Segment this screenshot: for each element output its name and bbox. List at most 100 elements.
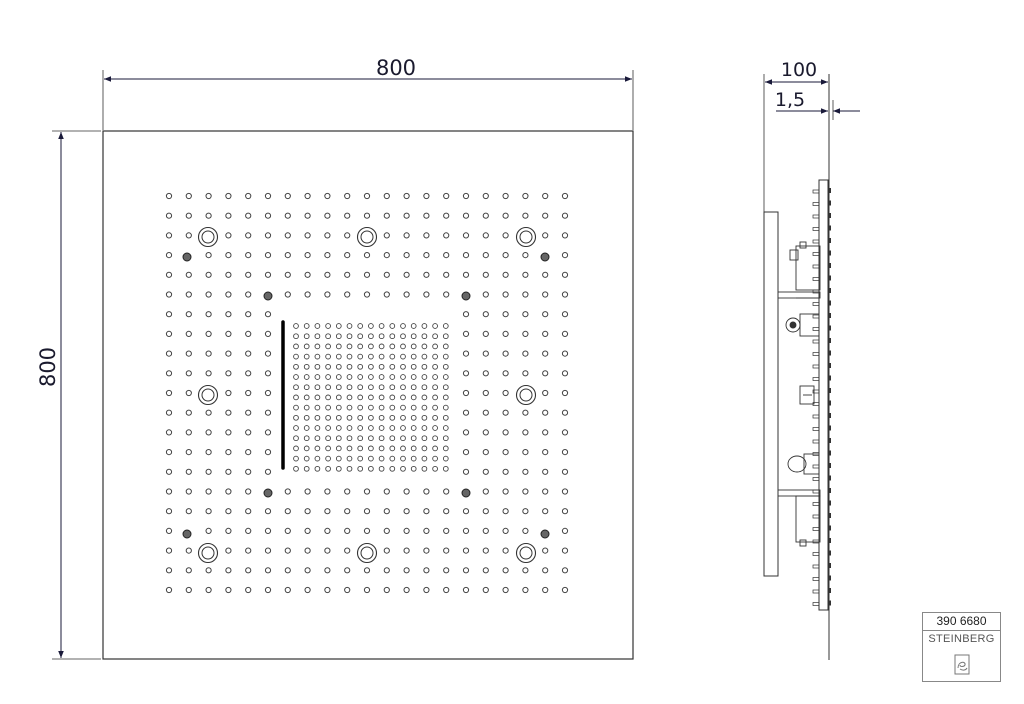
nozzle	[423, 291, 430, 298]
center-nozzle	[400, 333, 406, 340]
center-nozzle	[357, 323, 364, 329]
center-nozzle	[368, 363, 374, 370]
nozzle	[245, 271, 252, 278]
nozzle	[443, 252, 450, 259]
nozzle	[344, 567, 351, 574]
nozzle	[403, 488, 410, 495]
nozzle	[245, 389, 252, 397]
nozzle	[264, 468, 272, 475]
center-nozzle	[410, 404, 417, 411]
nozzle	[482, 350, 489, 357]
nozzle	[264, 567, 272, 574]
center-nozzle	[421, 363, 428, 370]
center-nozzle	[293, 333, 299, 340]
nozzle	[185, 370, 192, 377]
nozzle	[324, 488, 331, 495]
nozzle	[383, 291, 390, 298]
center-nozzle	[432, 455, 438, 462]
center-nozzle	[346, 445, 353, 452]
nozzle	[561, 350, 569, 357]
led-light	[540, 252, 550, 262]
height-dimension: 800	[36, 130, 101, 660]
nozzle	[462, 527, 470, 535]
nozzle	[522, 468, 529, 475]
nozzle	[344, 212, 351, 219]
nozzle	[324, 567, 331, 574]
nozzle	[383, 252, 390, 259]
nozzle	[443, 192, 450, 200]
center-nozzle	[368, 374, 374, 380]
nozzle	[502, 330, 509, 337]
massage-jet-inner	[201, 546, 215, 560]
nozzle	[502, 488, 509, 495]
nozzle	[205, 409, 212, 416]
nozzle	[284, 232, 291, 239]
nozzle	[482, 586, 489, 594]
nozzle	[443, 508, 450, 515]
nozzle	[522, 252, 529, 259]
center-nozzle	[293, 363, 299, 370]
center-nozzle	[389, 363, 396, 370]
nozzle	[383, 192, 390, 200]
center-nozzle	[346, 323, 353, 329]
center-nozzle	[303, 363, 310, 370]
center-nozzle	[314, 394, 321, 401]
center-nozzle	[325, 445, 331, 452]
nozzle	[522, 488, 529, 495]
nozzle	[443, 232, 450, 239]
center-nozzle	[325, 414, 331, 421]
center-nozzle	[357, 455, 364, 462]
center-nozzle	[293, 404, 299, 411]
center-nozzle	[335, 353, 342, 360]
nozzle	[462, 212, 470, 219]
center-nozzle	[400, 323, 406, 329]
massage-jets	[197, 226, 537, 564]
nozzle	[561, 330, 569, 337]
nozzle	[264, 370, 272, 377]
nozzle	[423, 527, 430, 535]
nozzle	[165, 488, 173, 495]
massage-jet-inner	[519, 388, 533, 402]
center-nozzle	[335, 455, 342, 462]
side-nozzle-body	[812, 327, 820, 331]
center-nozzle	[400, 455, 406, 462]
center-nozzle	[442, 404, 449, 411]
center-nozzle	[389, 465, 396, 472]
side-nozzle-body	[812, 489, 820, 494]
nozzle	[383, 212, 390, 219]
nozzle	[284, 252, 291, 259]
nozzle	[482, 370, 489, 377]
center-nozzle	[325, 374, 331, 380]
center-nozzle	[389, 414, 396, 421]
connector-middle	[799, 385, 815, 405]
massage-jet-outer	[515, 384, 537, 406]
nozzle	[284, 527, 291, 535]
nozzle	[205, 271, 212, 278]
center-nozzle	[335, 323, 342, 329]
center-nozzle	[325, 425, 331, 431]
side-nozzle-tooth	[828, 575, 831, 581]
side-nozzle-body	[812, 239, 820, 244]
nozzle	[165, 547, 173, 554]
nozzle	[403, 291, 410, 298]
center-nozzle	[400, 404, 406, 411]
center-nozzle	[325, 333, 331, 340]
center-nozzle	[335, 404, 342, 411]
side-view	[763, 74, 831, 660]
led-light	[461, 291, 471, 301]
nozzle	[443, 527, 450, 535]
side-nozzle-body	[812, 477, 820, 481]
nozzle	[344, 252, 351, 259]
side-nozzle-tooth	[828, 325, 831, 331]
center-nozzle	[303, 384, 310, 391]
nozzle	[561, 232, 569, 239]
center-nozzle	[410, 384, 417, 391]
center-nozzle	[357, 374, 364, 380]
nozzle	[245, 291, 252, 298]
center-nozzle	[378, 374, 385, 380]
nozzle	[542, 271, 549, 278]
center-nozzle	[335, 414, 342, 421]
center-nozzle	[325, 343, 331, 350]
nozzle	[403, 271, 410, 278]
nozzle	[245, 468, 252, 475]
